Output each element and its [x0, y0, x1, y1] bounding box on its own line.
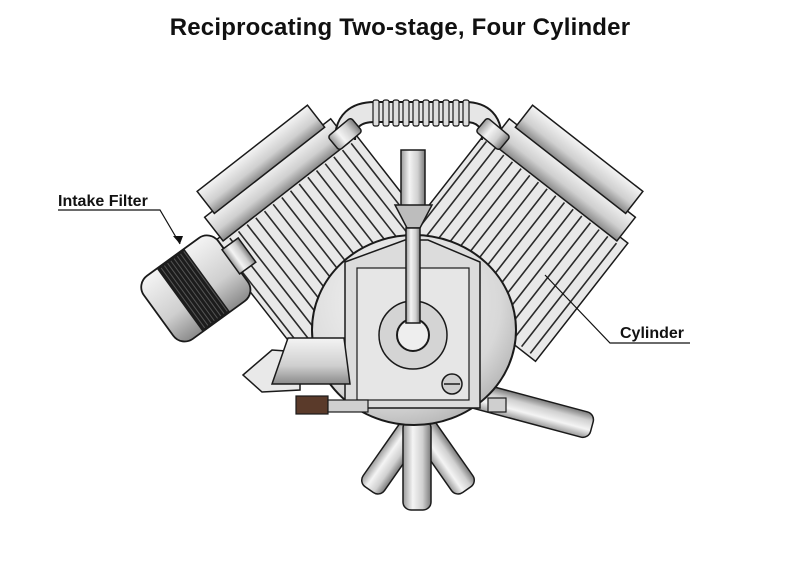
filter-rib — [167, 262, 212, 324]
cylinder-label: Cylinder — [620, 325, 684, 342]
cooling-fin — [529, 242, 618, 354]
cooling-fin — [237, 230, 326, 343]
right-cylinder-bank — [392, 104, 644, 363]
coil-fin — [432, 99, 440, 127]
intake-filter-label: Intake Filter — [58, 193, 148, 210]
coil-fin — [422, 99, 430, 127]
left-cylinder-bank — [196, 104, 448, 363]
filter-rib — [160, 267, 206, 329]
filter-rib — [173, 258, 218, 319]
filter-rib — [183, 251, 228, 312]
intercooler-pipe — [328, 99, 510, 151]
diagram-title: Reciprocating Two-stage, Four Cylinder — [169, 14, 631, 41]
cooling-fin — [520, 235, 609, 348]
intake-filter — [140, 234, 257, 343]
coil-fin — [412, 99, 420, 127]
coil-fin — [442, 99, 450, 127]
coil-fin — [382, 99, 390, 127]
coil-fin — [402, 99, 410, 127]
coil-fin — [372, 99, 380, 127]
filter-rib — [180, 253, 225, 314]
filter-rib — [163, 265, 209, 326]
leader-lines — [58, 209, 690, 344]
crankcase — [311, 234, 517, 426]
pressure-switch — [241, 337, 507, 415]
filter-rib — [170, 260, 215, 322]
coil-fin — [462, 99, 470, 127]
center-rod — [393, 149, 434, 324]
cooling-fin — [512, 229, 600, 341]
filter-rib — [176, 255, 222, 317]
coil-fin — [452, 99, 460, 127]
coil-fin — [392, 99, 400, 127]
